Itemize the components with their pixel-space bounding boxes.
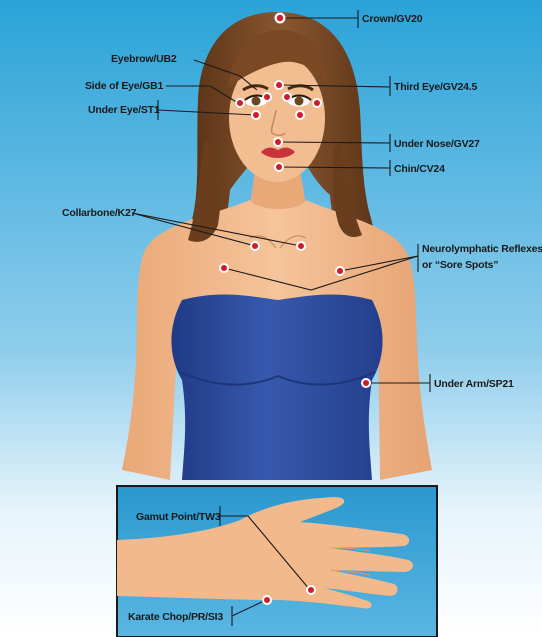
- point-side-eye-left: [235, 98, 245, 108]
- label-karate: Karate Chop/PR/SI3: [128, 611, 223, 623]
- point-side-eye-right: [312, 98, 322, 108]
- point-gamut: [306, 585, 316, 595]
- label-eyebrow: Eyebrow/UB2: [111, 53, 177, 65]
- point-reflex-left: [219, 263, 229, 273]
- point-under-eye-right: [295, 110, 305, 120]
- point-chin: [274, 162, 284, 172]
- label-chin: Chin/CV24: [394, 163, 445, 175]
- point-reflex-right: [335, 266, 345, 276]
- point-crown: [275, 13, 286, 24]
- label-under-arm: Under Arm/SP21: [434, 378, 514, 390]
- label-side-eye: Side of Eye/GB1: [85, 80, 163, 92]
- label-crown: Crown/GV20: [362, 13, 423, 25]
- point-under-nose: [273, 137, 283, 147]
- point-third-eye: [274, 80, 284, 90]
- label-reflex-line2: or “Sore Spots”: [422, 259, 498, 271]
- point-collarbone-right: [296, 241, 306, 251]
- point-under-arm: [361, 378, 371, 388]
- point-under-eye-left: [251, 110, 261, 120]
- point-eyebrow-right: [282, 92, 292, 102]
- point-eyebrow-left: [262, 92, 272, 102]
- label-third-eye: Third Eye/GV24.5: [394, 81, 478, 93]
- label-reflex-line1: Neurolymphatic Reflexes: [422, 243, 542, 255]
- point-collarbone-left: [250, 241, 260, 251]
- label-under-nose: Under Nose/GV27: [394, 138, 480, 150]
- label-under-eye: Under Eye/ST1: [88, 104, 160, 116]
- point-karate: [262, 595, 272, 605]
- dress: [171, 295, 382, 480]
- label-gamut: Gamut Point/TW3: [136, 511, 221, 523]
- label-collarbone: Collarbone/K27: [62, 207, 137, 219]
